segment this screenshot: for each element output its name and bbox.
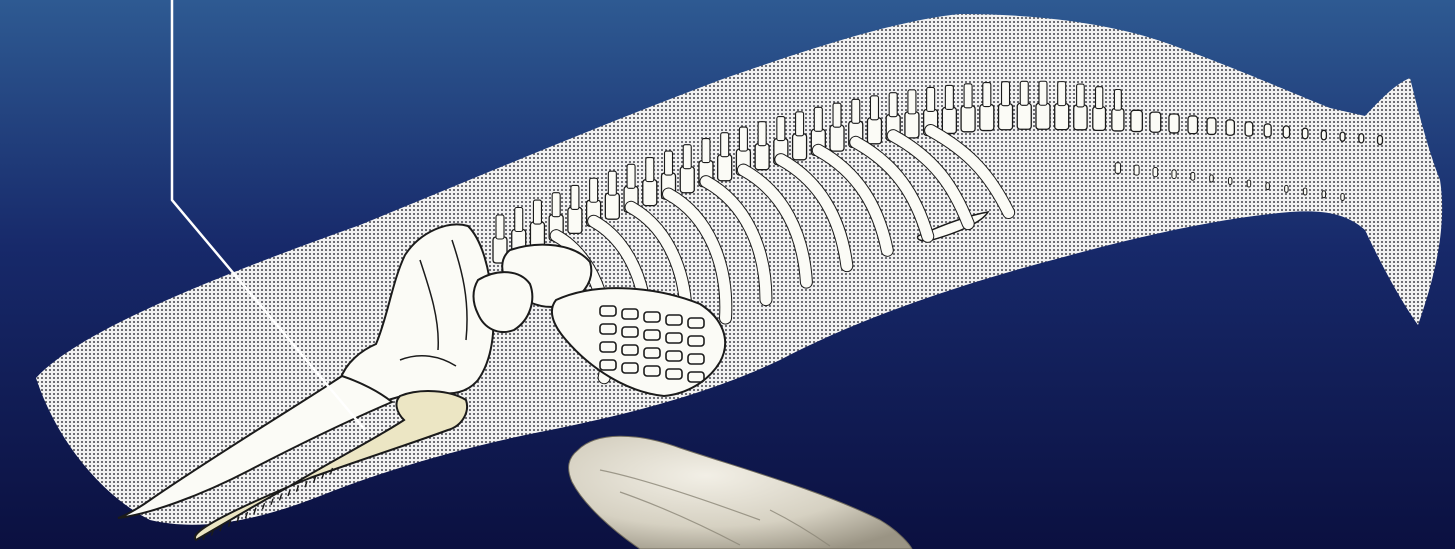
vertebra bbox=[680, 167, 694, 193]
spinous-process bbox=[758, 122, 766, 146]
chevron-bone bbox=[1247, 180, 1251, 187]
vertebra bbox=[1207, 118, 1216, 135]
spinous-process bbox=[608, 171, 616, 195]
spinous-process bbox=[1096, 87, 1103, 109]
cervical-vertebrae bbox=[474, 272, 533, 332]
vertebra bbox=[718, 155, 732, 181]
vertebra bbox=[1112, 108, 1124, 130]
chevron-bone bbox=[1134, 165, 1139, 175]
chevron-bone bbox=[1115, 163, 1120, 174]
vertebra bbox=[605, 193, 619, 219]
chevron-bone bbox=[1303, 188, 1307, 195]
spinous-process bbox=[552, 193, 560, 217]
vertebra bbox=[1245, 122, 1253, 136]
spinous-process bbox=[796, 112, 804, 136]
chevron-bone bbox=[1172, 170, 1176, 179]
vertebra bbox=[867, 118, 881, 144]
vertebra bbox=[830, 125, 844, 151]
spinous-process bbox=[927, 87, 935, 111]
vertebra bbox=[1226, 120, 1234, 135]
vertebra bbox=[755, 144, 769, 170]
vertebra bbox=[1131, 110, 1142, 131]
spinous-process bbox=[870, 96, 878, 120]
vertebra bbox=[1017, 103, 1031, 129]
vertebra bbox=[942, 107, 956, 133]
chevron-bone bbox=[1228, 177, 1232, 184]
spinous-process bbox=[665, 151, 673, 175]
spinous-process bbox=[721, 133, 729, 157]
vertebra bbox=[1283, 126, 1289, 138]
vertebra bbox=[1378, 135, 1383, 144]
vertebra bbox=[1264, 124, 1271, 137]
spinous-process bbox=[964, 84, 972, 108]
spinous-process bbox=[1039, 81, 1047, 105]
vertebra bbox=[1359, 134, 1364, 143]
vertebra bbox=[793, 134, 807, 160]
vertebra bbox=[1169, 114, 1179, 133]
spinous-process bbox=[983, 83, 991, 107]
chevron-bone bbox=[1153, 167, 1158, 176]
vertebra bbox=[1188, 116, 1198, 134]
vertebra bbox=[1321, 130, 1326, 139]
spinous-process bbox=[1114, 89, 1121, 110]
chevron-bone bbox=[1210, 175, 1214, 182]
spinous-process bbox=[533, 200, 541, 224]
vertebra bbox=[1055, 104, 1069, 130]
vertebra bbox=[1036, 103, 1050, 129]
spinous-process bbox=[627, 164, 635, 188]
vertebra bbox=[1302, 128, 1308, 139]
spinous-process bbox=[515, 208, 523, 232]
spinous-process bbox=[646, 158, 654, 182]
spinous-process bbox=[590, 178, 598, 202]
vertebra bbox=[643, 180, 657, 206]
chevron-bone bbox=[1322, 191, 1326, 198]
spinous-process bbox=[683, 145, 691, 169]
spinous-process bbox=[945, 85, 953, 109]
spinous-process bbox=[739, 127, 747, 151]
vertebra bbox=[1340, 132, 1345, 141]
spinous-process bbox=[908, 90, 916, 114]
spinous-process bbox=[571, 185, 579, 209]
spinous-process bbox=[814, 107, 822, 131]
spinous-process bbox=[889, 93, 897, 117]
vertebra bbox=[568, 207, 582, 233]
chevron-bone bbox=[1266, 183, 1270, 190]
vertebra bbox=[1150, 112, 1161, 132]
spinous-process bbox=[777, 117, 785, 141]
spinous-process bbox=[1002, 82, 1010, 106]
spinous-process bbox=[1058, 82, 1066, 106]
spinous-process bbox=[702, 139, 710, 163]
vertebra bbox=[905, 112, 919, 138]
spinous-process bbox=[852, 99, 860, 123]
spinous-process bbox=[833, 103, 841, 127]
chevron-bone bbox=[1341, 194, 1345, 201]
vertebra bbox=[1074, 105, 1087, 130]
spinous-process bbox=[1077, 84, 1085, 107]
chevron-bone bbox=[1191, 172, 1195, 180]
spinous-process bbox=[496, 215, 504, 239]
vertebra bbox=[980, 105, 994, 131]
vertebra bbox=[961, 106, 975, 132]
vertebra bbox=[999, 104, 1013, 130]
spinous-process bbox=[1020, 81, 1028, 105]
vertebra bbox=[1093, 107, 1106, 131]
chevron-bone bbox=[1285, 185, 1289, 192]
